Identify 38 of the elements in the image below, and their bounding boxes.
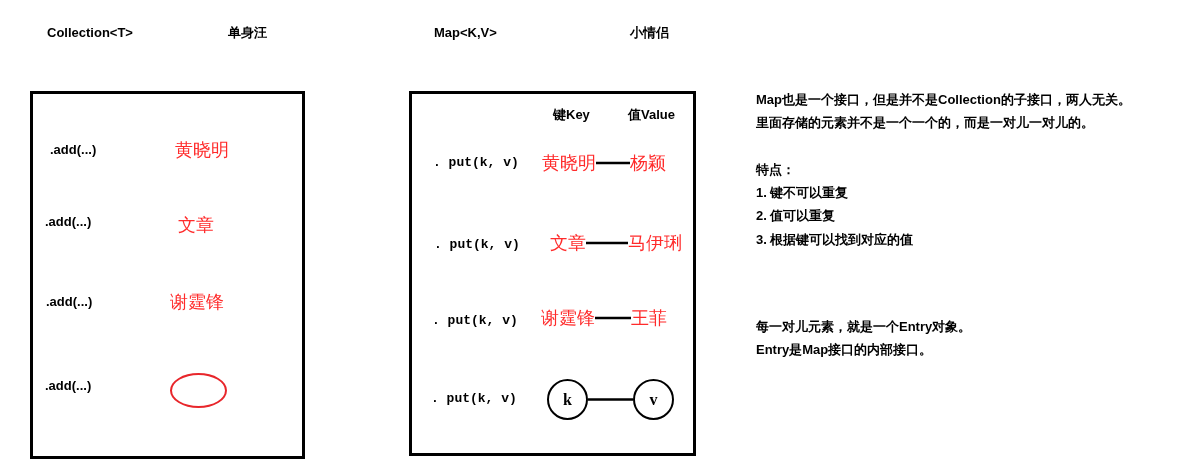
- element-name: 黄晓明: [175, 139, 229, 162]
- empty-ellipse: [170, 373, 227, 408]
- element-name: 文章: [178, 214, 214, 237]
- note-text: 3. 根据键可以找到对应的值: [756, 231, 914, 249]
- note-text: Map也是一个接口，但是并不是Collection的子接口，两人无关。: [756, 91, 1131, 109]
- column-heading: 值Value: [628, 106, 675, 124]
- method-call: . put(k, v): [433, 154, 519, 172]
- heading: 小情侣: [630, 24, 669, 42]
- heading: 单身汪: [228, 24, 267, 42]
- heading: Collection<T>: [47, 24, 133, 42]
- method-call: .add(...): [50, 141, 97, 159]
- method-call: .add(...): [45, 377, 92, 395]
- connector-line: [595, 316, 631, 320]
- method-call: .add(...): [45, 213, 92, 231]
- note-text: 每一对儿元素，就是一个Entry对象。: [756, 318, 972, 336]
- element-name: 谢霆锋: [170, 291, 224, 314]
- value-name: 王菲: [631, 306, 667, 330]
- container-frame: [30, 91, 305, 459]
- note-text: 1. 键不可以重复: [756, 184, 849, 202]
- connector-line: [586, 241, 628, 245]
- value-name: 马伊琍: [628, 231, 682, 255]
- note-text: Entry是Map接口的内部接口。: [756, 341, 933, 359]
- method-call: .add(...): [46, 293, 93, 311]
- value-name: 杨颖: [630, 151, 666, 175]
- method-call: . put(k, v): [432, 312, 518, 330]
- method-call: . put(k, v): [431, 390, 517, 408]
- heading: Map<K,V>: [434, 24, 497, 42]
- key-name: 谢霆锋: [541, 306, 595, 330]
- note-text: 里面存储的元素并不是一个一个的，而是一对儿一对儿的。: [756, 114, 1094, 132]
- connector-line: [588, 398, 633, 401]
- key-name: 文章: [550, 231, 586, 255]
- container-frame: [409, 91, 696, 456]
- connector-line: [596, 161, 630, 165]
- method-call: . put(k, v): [434, 236, 520, 254]
- key-name: 黄晓明: [542, 151, 596, 175]
- column-heading: 键Key: [553, 106, 590, 124]
- note-text: 2. 值可以重复: [756, 207, 836, 225]
- note-text: 特点：: [756, 161, 795, 179]
